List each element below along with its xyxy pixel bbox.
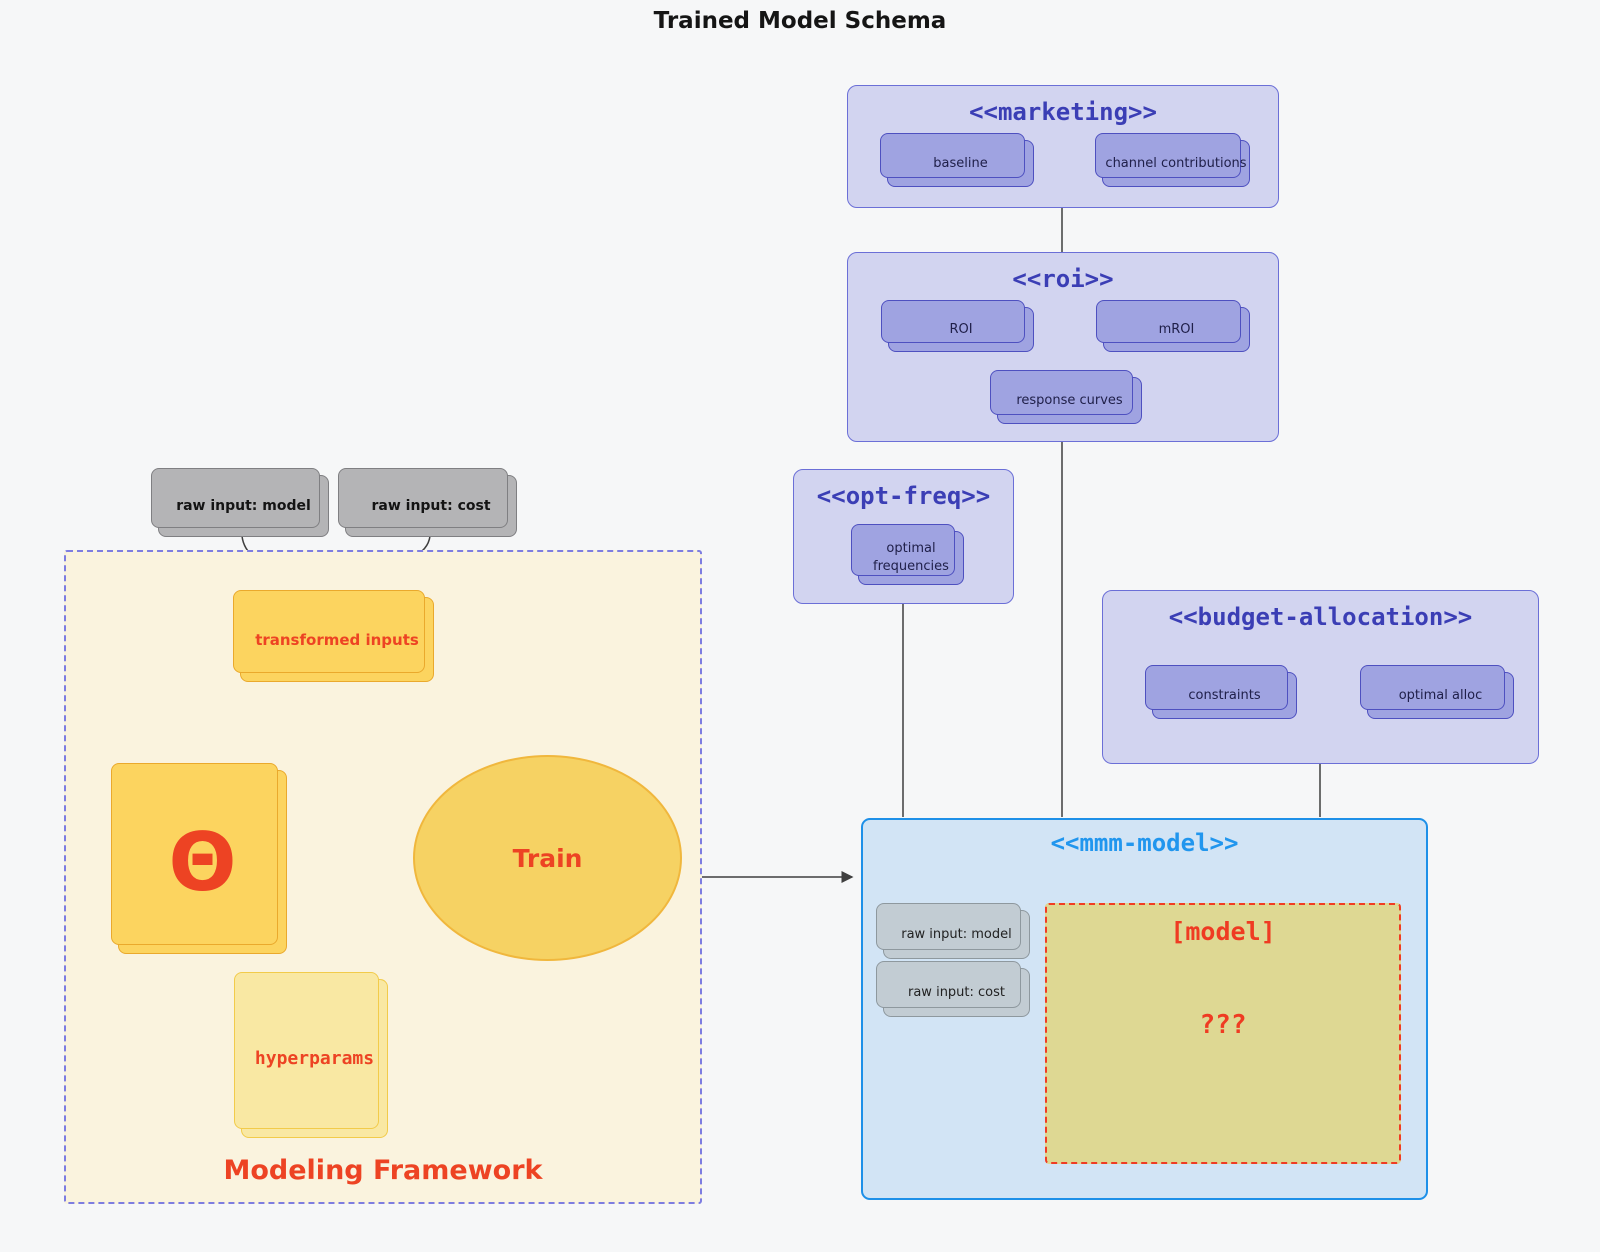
node-roi: ROI bbox=[881, 300, 1034, 352]
group-opt-freq-title: <<opt-freq>> bbox=[816, 482, 991, 510]
node-baseline: baseline bbox=[880, 133, 1034, 187]
node-constraints: constraints bbox=[1145, 665, 1297, 719]
model-placeholder-question-marks: ??? bbox=[1199, 1010, 1247, 1040]
node-hyperparams: hyperparams bbox=[234, 972, 388, 1138]
node-channel-contributions: channel contributions bbox=[1095, 133, 1250, 187]
node-raw-input-cost-mmm: raw input: cost bbox=[876, 961, 1030, 1017]
node-train: Train bbox=[413, 755, 682, 961]
node-mroi: mROI bbox=[1096, 300, 1250, 352]
group-budget-allocation-title: <<budget-allocation>> bbox=[1168, 603, 1473, 631]
node-raw-input-model-mmm: raw input: model bbox=[876, 903, 1030, 959]
node-raw-input-cost: raw input: cost bbox=[338, 468, 517, 537]
group-roi-title: <<roi>> bbox=[1012, 265, 1114, 293]
node-transformed-inputs: transformed inputs bbox=[233, 590, 434, 682]
model-placeholder-label: [model] bbox=[1170, 917, 1276, 946]
model-placeholder-box: [model] ??? bbox=[1045, 903, 1401, 1164]
group-mmm-model-title: <<mmm-model>> bbox=[1050, 829, 1239, 857]
page-title: Trained Model Schema bbox=[653, 8, 947, 34]
node-response-curves: response curves bbox=[990, 370, 1142, 424]
group-modeling-framework-label: Modeling Framework bbox=[223, 1155, 543, 1186]
node-optimal-alloc: optimal alloc bbox=[1360, 665, 1514, 719]
node-theta: Θ bbox=[111, 763, 287, 954]
node-raw-input-model: raw input: model bbox=[151, 468, 329, 537]
node-optimal-frequencies: optimal frequencies bbox=[851, 524, 964, 585]
group-marketing-title: <<marketing>> bbox=[969, 98, 1157, 126]
